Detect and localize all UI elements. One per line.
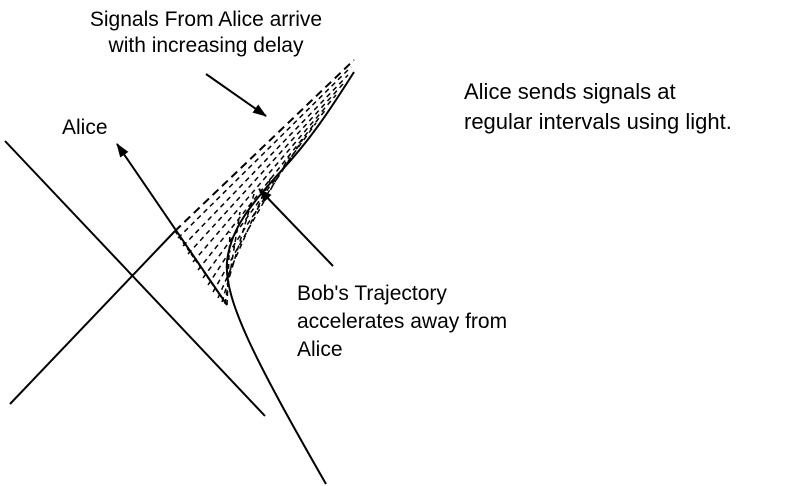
light-signal-line — [187, 83, 344, 255]
alice-label: Alice — [62, 115, 108, 141]
bob-pointer-arrow — [258, 188, 334, 267]
signals-delay-label: Signals From Alice arrive with increasin… — [66, 7, 346, 59]
alice-worldline-arrow — [116, 143, 228, 306]
signals-delay-label-line-2: with increasing delay — [108, 34, 304, 57]
signal-region-upper-edge — [174, 59, 355, 232]
alice-label-text: Alice — [62, 116, 108, 139]
light-signal-line — [207, 138, 304, 286]
light-signal-line — [177, 66, 352, 239]
bob-trajectory-label-line-1: Bob's Trajectory — [297, 282, 447, 305]
bob-trajectory-label-line-3: Alice — [297, 338, 343, 361]
alice-sends-label-line-2: regular intervals using light. — [464, 109, 732, 134]
light-signal-line — [224, 211, 241, 305]
signals-pointer-arrow — [205, 73, 267, 117]
alice-sends-label: Alice sends signals at regular intervals… — [464, 77, 732, 137]
signals-delay-label-line-1: Signals From Alice arrive — [89, 8, 323, 31]
light-signal-line — [192, 94, 337, 263]
light-signal-line — [197, 107, 328, 271]
light-signal-line — [202, 122, 317, 279]
alice-sends-label-line-1: Alice sends signals at — [464, 79, 676, 104]
bob-trajectory-label: Bob's Trajectory accelerates away from A… — [297, 280, 507, 364]
light-cone-line-right — [9, 230, 176, 405]
light-signal-line — [226, 231, 231, 306]
light-cone-line-left — [4, 140, 266, 417]
light-signals — [177, 66, 352, 306]
light-signal-line — [212, 156, 290, 293]
light-signal-line — [182, 74, 349, 247]
bob-trajectory-label-line-2: accelerates away from — [297, 310, 508, 333]
